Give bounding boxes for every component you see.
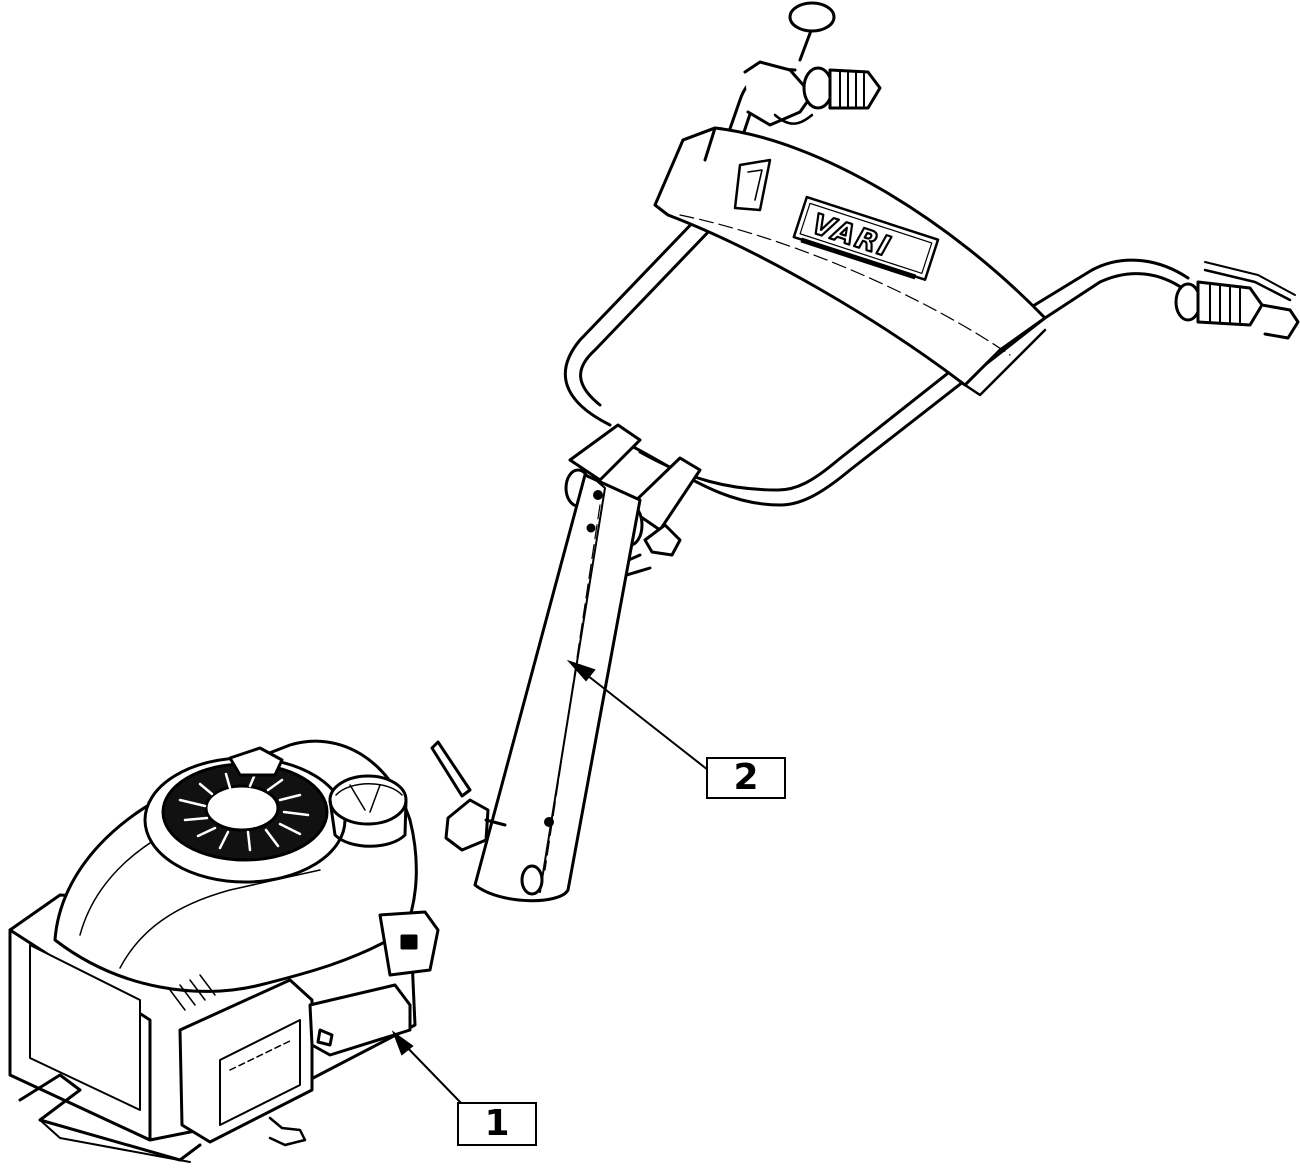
callout-label-2: 2	[706, 757, 786, 799]
leader-arrow-1	[391, 1030, 414, 1056]
cooling-fins	[169, 974, 216, 1011]
lower-shaft	[473, 473, 642, 903]
fuel-neck	[328, 798, 408, 848]
callout-label-1: 1	[457, 1102, 537, 1146]
front-bail-inner	[39, 1119, 191, 1163]
lower-bracket	[308, 983, 412, 1057]
recoil-starter-center	[204, 784, 280, 832]
leader-arrow-2	[566, 659, 596, 682]
panel-dashed-line	[679, 214, 1011, 356]
panel-slot	[733, 158, 772, 212]
right-grip-ring	[1174, 282, 1202, 322]
fuel-cap-ribs	[335, 783, 403, 813]
shroud-contour-2	[119, 869, 321, 969]
throttle-rod	[798, 26, 814, 62]
logo-underline	[800, 237, 917, 280]
left-grip-guard	[773, 113, 814, 125]
right-grip-lever	[1203, 268, 1292, 302]
lower-shaft-side	[539, 481, 606, 893]
base-front-panel	[29, 944, 141, 1111]
left-grip	[743, 1, 882, 127]
shaft-hole-top	[593, 490, 603, 500]
leader-line-1	[399, 1039, 463, 1105]
lock-pin-shaft	[484, 818, 507, 827]
front-bail	[18, 1073, 202, 1162]
left-grip-lever	[743, 60, 814, 127]
engine-assembly	[8, 739, 440, 1163]
lower-shaft-dashed	[544, 504, 601, 871]
right-pivot-plate	[626, 456, 702, 532]
pivot-handle	[643, 523, 682, 557]
leader-line-2	[577, 667, 709, 771]
lower-bracket-bolt	[316, 1028, 334, 1047]
panel-lip	[963, 328, 1047, 397]
lock-pin-body	[444, 798, 490, 852]
left-pivot-plate	[568, 423, 642, 482]
shaft-hole-2	[544, 817, 554, 827]
callout-1-leader	[391, 1030, 463, 1105]
callout-2-leader	[566, 659, 709, 771]
handle-bow-inner	[638, 258, 1190, 492]
right-grip-end	[1260, 303, 1300, 340]
right-grip-lever-2	[1204, 261, 1296, 296]
left-grip-ribs	[839, 71, 865, 109]
muffler-inner-panel	[229, 1039, 293, 1071]
drain-hook	[268, 1116, 307, 1147]
right-grip	[1174, 261, 1300, 340]
throttle-knob	[788, 1, 836, 33]
panel-slot-inner	[747, 169, 763, 201]
left-grip-ring	[802, 66, 834, 110]
shaft-bottom-cap	[520, 864, 544, 896]
logo-plate-inner	[799, 202, 933, 274]
top-handle	[228, 746, 284, 777]
shaft-hole-1	[586, 523, 596, 533]
handlebar-assembly: VARI	[430, 1, 1300, 903]
right-grip-ribs	[1209, 283, 1241, 325]
lock-pin-lever	[430, 740, 472, 798]
mount-slot	[400, 934, 418, 950]
control-panel-edge	[681, 126, 717, 162]
